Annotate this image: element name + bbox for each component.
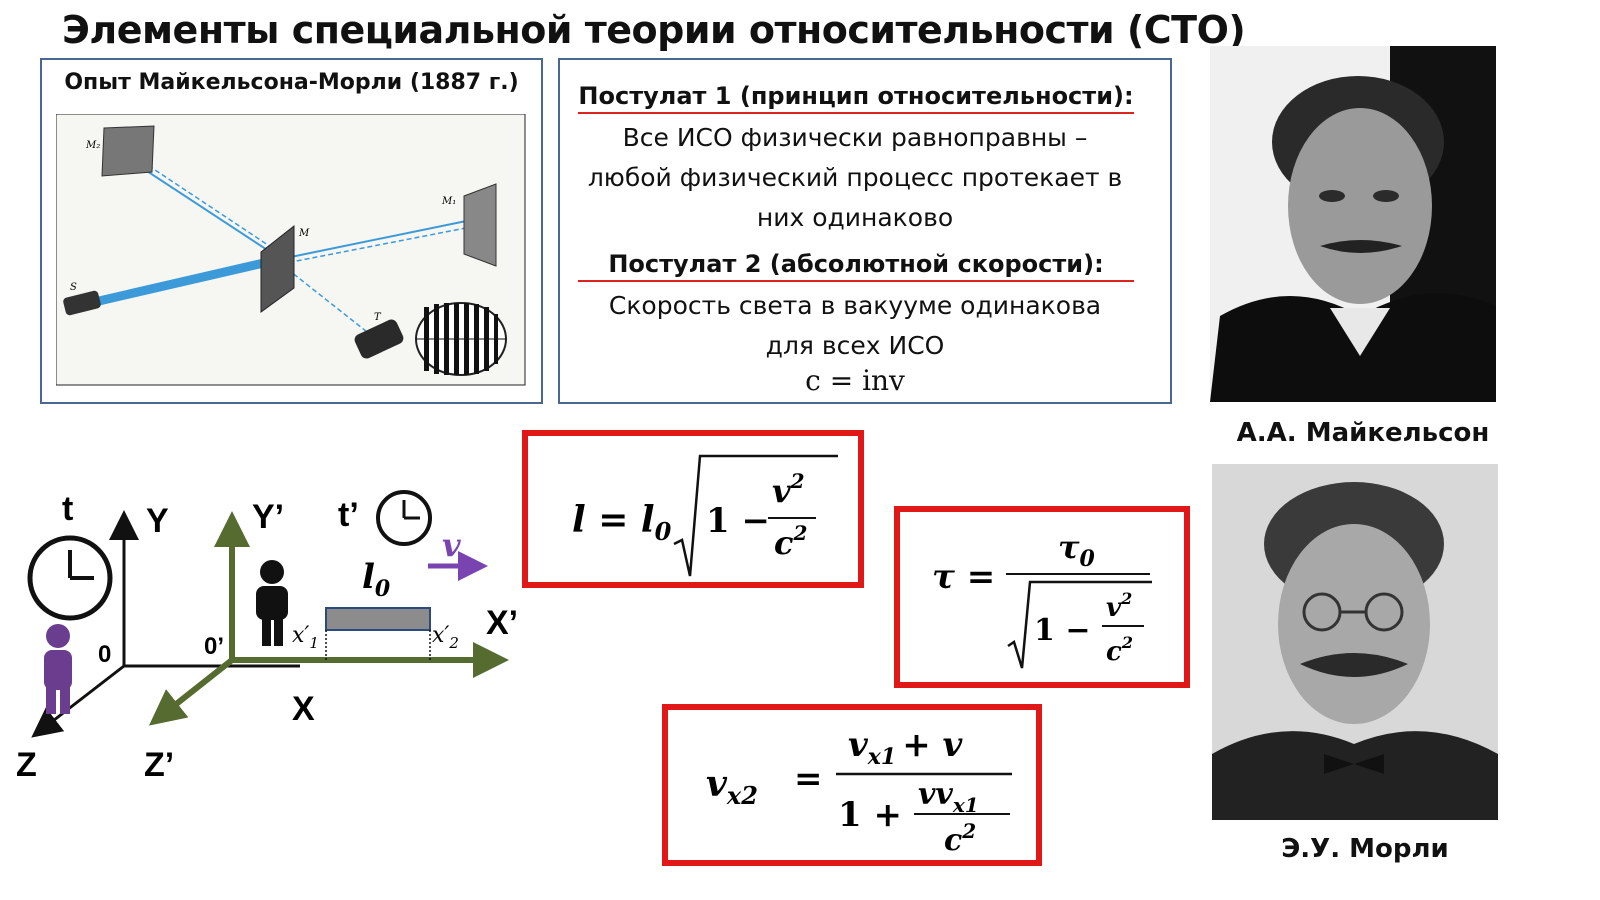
morley-caption: Э.У. Морли: [1281, 834, 1449, 864]
coordinate-x1-label: x′1: [292, 623, 319, 652]
postulate-2-line: для всех ИСО: [765, 331, 945, 360]
light-source: [63, 290, 101, 316]
velocity-label: v: [442, 526, 461, 564]
time-c-squared: c2: [1106, 633, 1133, 667]
mirror-m2: [101, 125, 155, 177]
page-title: Элементы специальной теории относительно…: [62, 8, 1246, 52]
time-lhs: τ =: [932, 557, 995, 597]
sqrt-sign: [673, 454, 838, 577]
axis-z-label: Z: [16, 746, 37, 784]
clock-prime-icon: [376, 490, 432, 546]
velocity-lhs: vx2: [706, 763, 758, 810]
velocity-numerator: vx1+ v: [848, 725, 964, 770]
axis-z-prime-label: Z’: [144, 746, 174, 784]
label-m: M: [298, 228, 310, 239]
postulate-2-text: Скорость света в вакууме одинакова для в…: [570, 286, 1140, 366]
rod: [325, 607, 431, 631]
telescope: [354, 319, 404, 359]
morley-portrait: [1212, 464, 1498, 820]
clock-icon: [27, 535, 113, 621]
time-dilation-box: τ = τ0 1 − v2 c2: [894, 506, 1190, 688]
label-t: T: [374, 312, 382, 323]
velocity-equals: =: [794, 759, 823, 799]
experiment-title: Опыт Майкельсона-Морли (1887 г.): [64, 70, 519, 95]
velocity-den-numerator: vvx1: [918, 777, 979, 817]
time-v-squared: v2: [1106, 589, 1132, 623]
light-beams: [81, 151, 477, 340]
axis-x-label: X: [292, 690, 315, 728]
label-m2: M₂: [85, 140, 100, 151]
michelson-caption: А.А. Майкельсон: [1236, 418, 1490, 448]
postulate-1-line: Все ИСО физически равноправны –: [622, 123, 1088, 152]
frame-k-prime-axes: [148, 511, 509, 726]
postulate-2-line: Скорость света в вакууме одинакова: [608, 291, 1102, 320]
label-s: S: [70, 282, 77, 293]
label-m1: M₁: [441, 196, 456, 207]
postulate-1-line: любой физический процесс протекает в: [587, 163, 1123, 192]
postulates-panel: Постулат 1 (принцип относительности): Вс…: [558, 58, 1172, 404]
frame-k-axes: [31, 510, 300, 738]
speed-of-light-formula: c = inv: [805, 364, 905, 397]
rod-length-label: l0: [362, 557, 391, 602]
length-contraction-box: l = l0 1 − v2 c2: [522, 430, 864, 588]
axis-y-prime-label: Y’: [252, 498, 284, 536]
observer-k-icon: [44, 624, 72, 714]
length-one-minus: 1 −: [706, 501, 770, 541]
origin-label: 0: [98, 641, 111, 668]
velocity-denominator-one: 1 +: [838, 795, 902, 835]
beam-splitter: [260, 224, 295, 313]
michelson-portrait: [1210, 46, 1496, 402]
clock-t-prime-label: t’: [338, 496, 359, 534]
reference-frames-diagram: t Y 0 X Z Y’ 0’ X’ Z’ t’ v l0 x′1: [16, 490, 518, 784]
axis-y-label: Y: [146, 502, 169, 540]
experiment-panel: Опыт Майкельсона-Морли (1887 г.): [40, 58, 543, 404]
coordinate-x2-label: x′2: [432, 623, 459, 652]
origin-prime-label: 0’: [204, 633, 224, 660]
interferometer-diagram: M₂ M₁ M S T: [56, 114, 526, 386]
observer-k-prime-icon: [256, 560, 288, 646]
time-numerator: τ0: [1058, 528, 1096, 572]
length-denominator: c2: [774, 521, 807, 562]
length-numerator: v2: [772, 469, 805, 510]
mirror-m1: [463, 183, 497, 267]
axis-t-label: t: [62, 490, 73, 528]
postulate-2-heading: Постулат 2 (абсолютной скорости):: [578, 250, 1134, 282]
postulate-1-text: Все ИСО физически равноправны – любой фи…: [570, 118, 1140, 238]
axis-x-prime-label: X’: [486, 604, 518, 642]
velocity-den-c-squared: c2: [944, 819, 976, 858]
length-lhs: l = l0: [572, 499, 672, 546]
velocity-addition-box: vx2 = vx1+ v 1 + vvx1 c2: [662, 704, 1042, 866]
interference-fringes: [415, 302, 507, 376]
postulate-1-line: них одинаково: [756, 203, 954, 232]
postulate-1-heading: Постулат 1 (принцип относительности):: [578, 82, 1134, 114]
time-one-minus: 1 −: [1034, 613, 1090, 648]
